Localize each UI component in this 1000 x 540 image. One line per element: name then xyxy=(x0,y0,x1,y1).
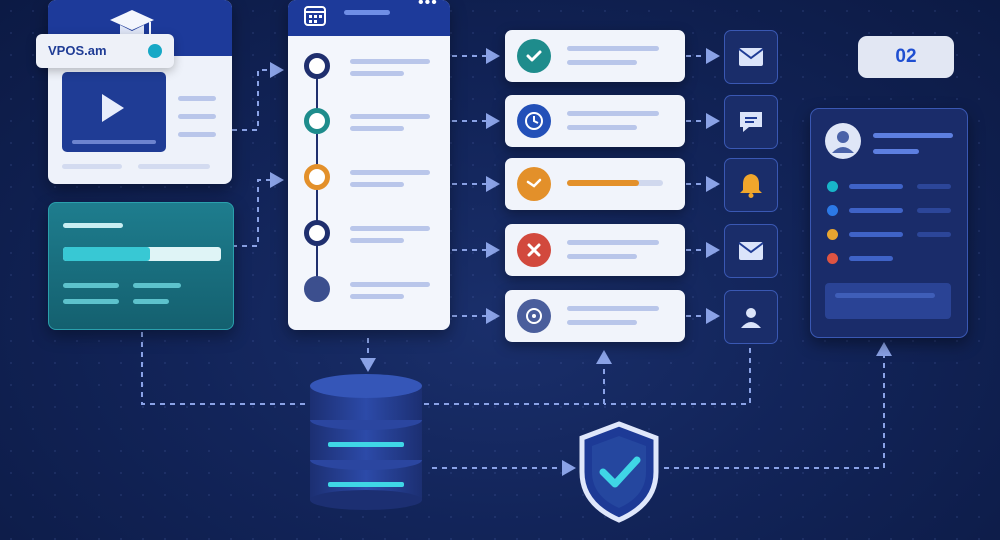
user-avatar-icon xyxy=(825,123,861,159)
placeholder-line xyxy=(178,96,216,101)
placeholder-line xyxy=(917,208,951,213)
play-icon[interactable] xyxy=(102,94,124,122)
placeholder-line xyxy=(873,149,919,154)
placeholder-line xyxy=(350,238,404,243)
user-icon[interactable] xyxy=(724,290,778,344)
brand-dot-icon xyxy=(148,44,162,58)
status-card-success[interactable] xyxy=(505,30,685,82)
placeholder-line xyxy=(849,208,903,213)
status-dot xyxy=(827,229,838,240)
progress-card[interactable] xyxy=(48,202,234,330)
placeholder-line xyxy=(350,294,404,299)
placeholder-line xyxy=(567,46,659,51)
status-card-in-progress[interactable] xyxy=(505,158,685,210)
placeholder-line xyxy=(62,164,122,169)
timeline-panel[interactable]: ••• xyxy=(288,0,450,330)
placeholder-line xyxy=(63,283,119,288)
placeholder-line xyxy=(849,184,903,189)
placeholder-line xyxy=(567,111,659,116)
placeholder-line xyxy=(344,10,390,15)
placeholder-line xyxy=(567,60,637,65)
placeholder-line xyxy=(138,164,210,169)
target-icon xyxy=(517,299,551,333)
shield-check-icon xyxy=(579,421,659,523)
placeholder-line xyxy=(350,71,404,76)
placeholder-line xyxy=(567,254,637,259)
status-progress-track xyxy=(567,180,663,186)
placeholder-line xyxy=(63,299,119,304)
placeholder-line xyxy=(917,232,951,237)
progress-fill xyxy=(63,247,150,261)
placeholder-line xyxy=(567,125,637,130)
check-icon xyxy=(517,39,551,73)
status-dot xyxy=(827,181,838,192)
placeholder-line xyxy=(350,59,430,64)
profile-summary-box xyxy=(825,283,951,319)
envelope-icon[interactable] xyxy=(724,30,778,84)
progress-bar xyxy=(63,247,221,261)
x-icon xyxy=(517,233,551,267)
timeline-step-node[interactable] xyxy=(304,276,330,302)
video-thumbnail[interactable] xyxy=(62,72,166,152)
database-icon xyxy=(310,374,422,510)
placeholder-line xyxy=(350,114,430,119)
status-dot xyxy=(827,253,838,264)
placeholder-line xyxy=(917,184,951,189)
page-number: 02 xyxy=(858,36,954,78)
placeholder-line xyxy=(873,133,953,138)
placeholder-line xyxy=(350,182,404,187)
placeholder-line xyxy=(835,293,935,298)
placeholder-line xyxy=(567,320,637,325)
timer-icon xyxy=(517,167,551,201)
profile-panel[interactable] xyxy=(810,108,968,338)
placeholder-line xyxy=(63,223,123,228)
timeline-step-node[interactable] xyxy=(304,164,330,190)
more-icon[interactable]: ••• xyxy=(418,0,438,11)
calendar-icon xyxy=(304,6,326,26)
clock-icon xyxy=(517,104,551,138)
status-card-failed[interactable] xyxy=(505,224,685,276)
timeline-header: ••• xyxy=(288,0,450,36)
placeholder-line xyxy=(350,282,430,287)
placeholder-line xyxy=(567,306,659,311)
status-card-other[interactable] xyxy=(505,290,685,342)
timeline-step-node[interactable] xyxy=(304,108,330,134)
placeholder-line xyxy=(178,114,216,119)
status-card-pending[interactable] xyxy=(505,95,685,147)
video-progress-bar xyxy=(72,140,156,144)
status-progress-fill xyxy=(567,180,639,186)
placeholder-line xyxy=(849,232,903,237)
placeholder-line xyxy=(350,226,430,231)
placeholder-line xyxy=(133,283,181,288)
timeline-step-node[interactable] xyxy=(304,220,330,246)
placeholder-line xyxy=(849,256,893,261)
timeline-step-node[interactable] xyxy=(304,53,330,79)
chat-bubble-icon[interactable] xyxy=(724,95,778,149)
placeholder-line xyxy=(133,299,169,304)
brand-name: VPOS.am xyxy=(48,43,107,58)
brand-badge[interactable]: VPOS.am xyxy=(36,34,174,68)
placeholder-line xyxy=(350,170,430,175)
placeholder-line xyxy=(178,132,216,137)
placeholder-line xyxy=(567,240,659,245)
envelope-icon[interactable] xyxy=(724,224,778,278)
status-dot xyxy=(827,205,838,216)
placeholder-line xyxy=(350,126,404,131)
bell-icon[interactable] xyxy=(724,158,778,212)
